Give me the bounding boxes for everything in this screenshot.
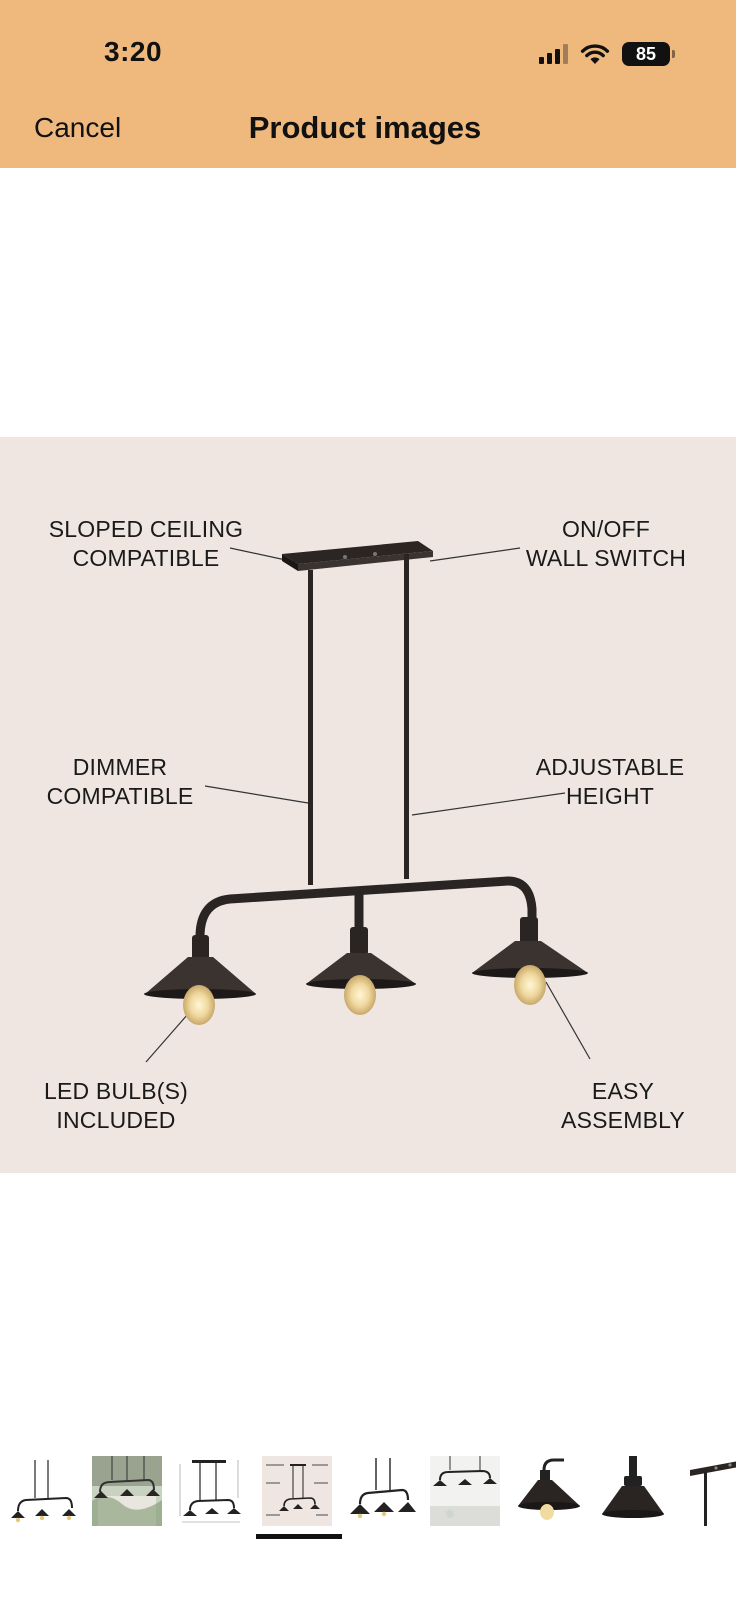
battery-level: 85 — [635, 43, 657, 64]
product-image-main[interactable]: SLOPED CEILING COMPATIBLE ON/OFF WALL SW… — [0, 437, 736, 1173]
thumbnail-9[interactable] — [682, 1456, 736, 1526]
cancel-button[interactable]: Cancel — [34, 112, 122, 143]
thumbnail-7[interactable] — [514, 1456, 584, 1526]
callout-led-bulbs: LED BULB(S) INCLUDED — [32, 1077, 200, 1135]
callout-text: WALL SWITCH — [525, 545, 687, 571]
callout-text: ASSEMBLY — [561, 1107, 685, 1133]
cellular-signal-icon — [539, 44, 568, 64]
callout-text: ADJUSTABLE — [535, 754, 685, 780]
thumbnail-5[interactable] — [346, 1456, 416, 1526]
thumbnail-strip[interactable] — [0, 1456, 736, 1526]
callout-text: LED BULB(S) — [43, 1078, 189, 1104]
top-bar: 3:20 85 Cancel Product images — [0, 0, 736, 168]
callout-text: ON/OFF — [561, 516, 651, 542]
callout-text: EASY — [591, 1078, 655, 1104]
callout-text: HEIGHT — [565, 783, 655, 809]
battery-icon: 85 — [622, 42, 675, 66]
thumbnail-2[interactable] — [92, 1456, 162, 1526]
callout-text: INCLUDED — [56, 1107, 176, 1133]
pendant-light-illustration — [144, 541, 591, 1063]
wifi-icon — [580, 44, 610, 64]
thumbnail-6[interactable] — [430, 1456, 500, 1526]
callout-text: COMPATIBLE — [46, 783, 194, 809]
callout-adjustable-height: ADJUSTABLE HEIGHT — [528, 753, 692, 811]
thumbnail-4-selected[interactable] — [262, 1456, 332, 1526]
thumbnail-1[interactable] — [8, 1456, 78, 1526]
selected-thumbnail-indicator — [256, 1534, 342, 1539]
thumbnail-8[interactable] — [598, 1456, 668, 1526]
page-title: Product images — [248, 110, 482, 145]
callout-wall-switch: ON/OFF WALL SWITCH — [512, 515, 700, 573]
thumbnail-3[interactable] — [176, 1456, 246, 1526]
status-time: 3:20 — [104, 36, 163, 67]
callout-easy-assembly: EASY ASSEMBLY — [548, 1077, 698, 1135]
callout-text: COMPATIBLE — [72, 545, 220, 571]
status-icons: 85 — [539, 40, 675, 68]
callout-text: SLOPED CEILING — [48, 516, 244, 542]
callout-sloped-ceiling: SLOPED CEILING COMPATIBLE — [32, 515, 260, 573]
callout-text: DIMMER — [72, 754, 168, 780]
callout-dimmer: DIMMER COMPATIBLE — [34, 753, 206, 811]
